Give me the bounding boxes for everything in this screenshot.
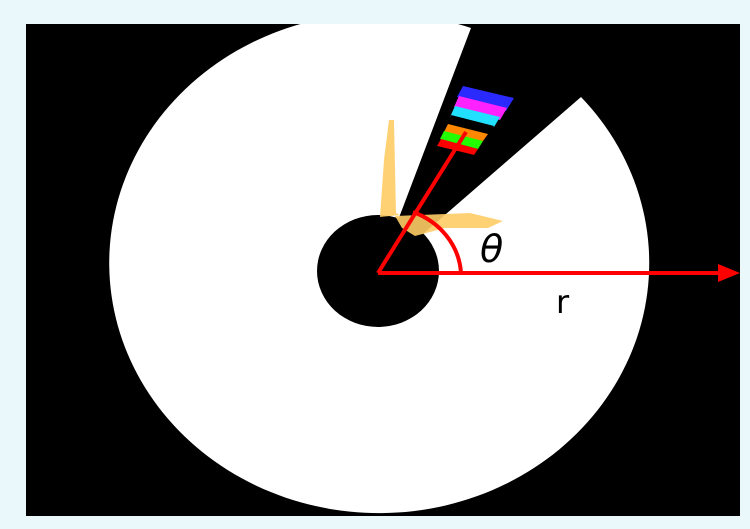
radius-label: r — [556, 283, 570, 321]
marker-shadow-vertical — [380, 120, 400, 217]
marker-shadow-diagonal — [395, 213, 503, 236]
radius-line-to-marker — [376, 130, 468, 275]
angle-arc-icon — [412, 210, 463, 274]
angle-label: θ — [480, 227, 503, 271]
arrow-right-icon — [718, 264, 740, 282]
